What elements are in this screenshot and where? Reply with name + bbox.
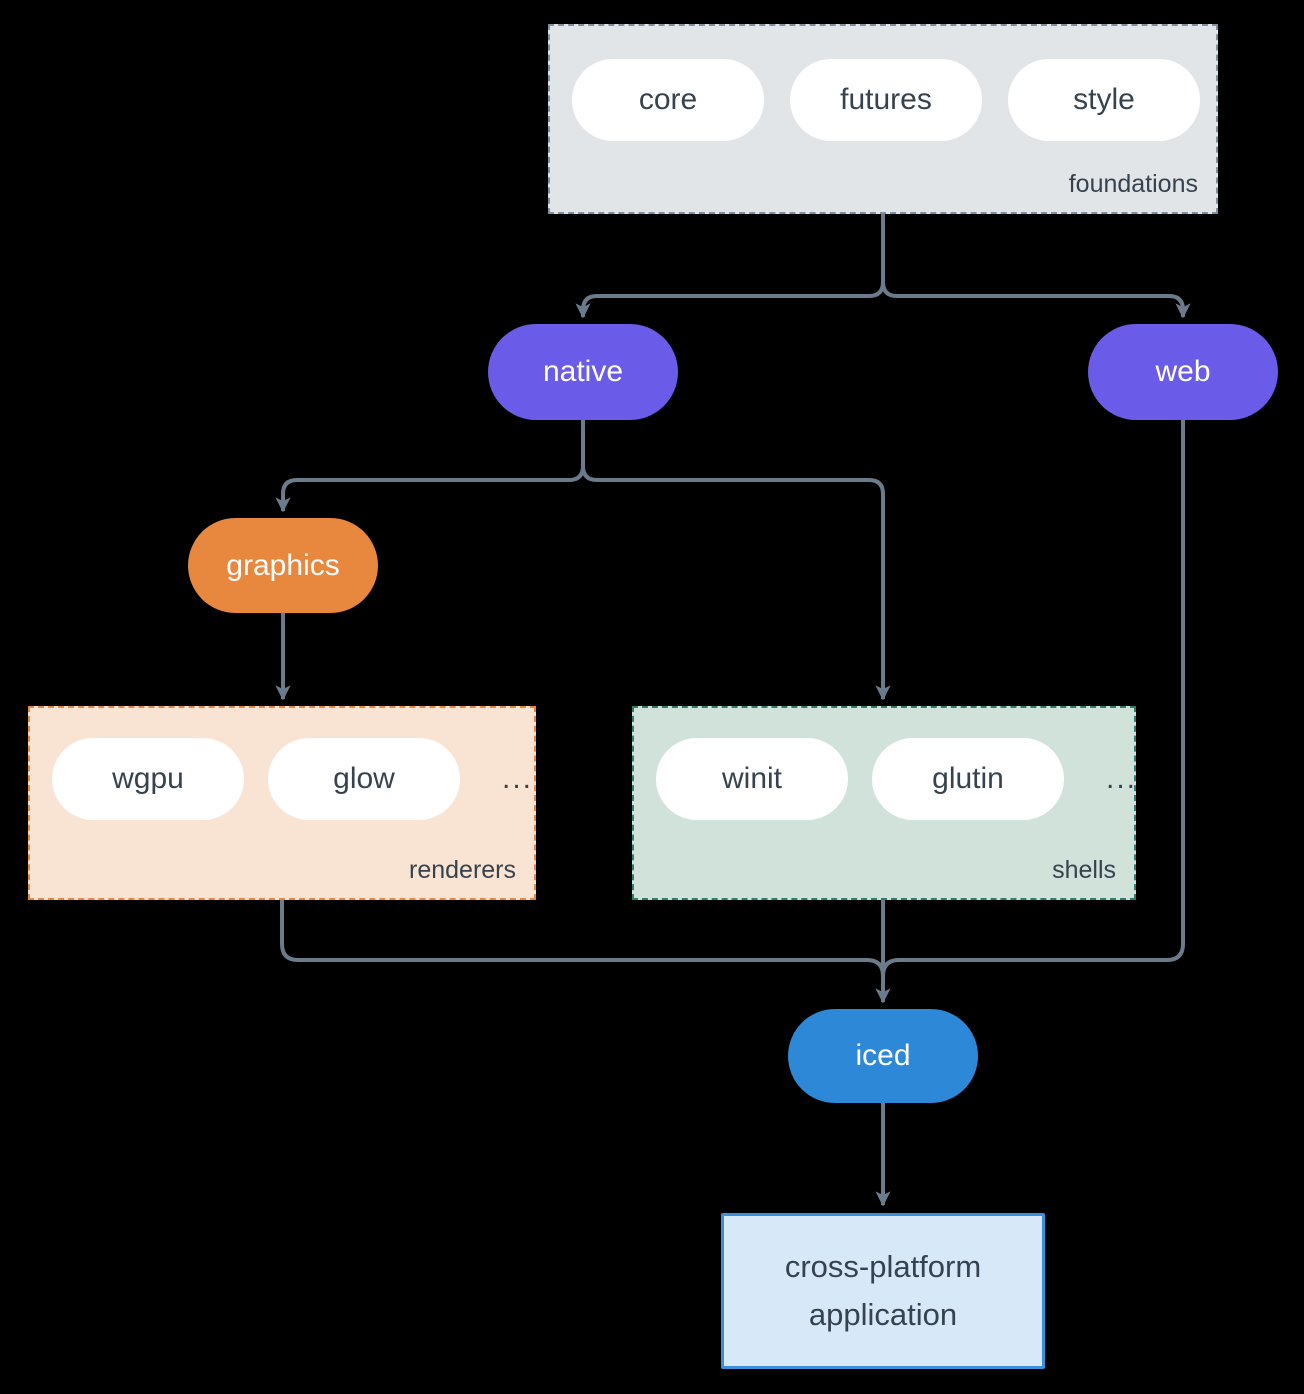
edge-foundations-web (881, 214, 1191, 319)
edge-foundations-native (575, 214, 885, 319)
foundations-group-label: foundations (1068, 170, 1198, 198)
edge-renderers-merge (280, 900, 885, 977)
shells-group-box: winit glutin ... shells (632, 706, 1136, 900)
node-cross-platform-application: cross-platform application (721, 1213, 1045, 1369)
node-core: core (572, 59, 764, 141)
node-native: native (488, 324, 678, 420)
node-iced: iced (788, 1009, 978, 1103)
renderers-group-box: wgpu glow ... renderers (28, 706, 536, 900)
node-glow: glow (268, 738, 460, 820)
foundations-pill-row: core futures style (550, 26, 1216, 141)
application-label-line1: cross-platform (784, 1248, 982, 1284)
renderers-group-label: renderers (409, 856, 516, 884)
node-style: style (1008, 59, 1200, 141)
node-web: web (1088, 324, 1278, 420)
node-wgpu: wgpu (52, 738, 244, 820)
node-winit: winit (656, 738, 848, 820)
shells-group-label: shells (1052, 856, 1116, 884)
application-label-line2: application (808, 1297, 958, 1332)
edge-native-graphics (275, 420, 585, 513)
node-futures: futures (790, 59, 982, 141)
node-glutin: glutin (872, 738, 1064, 820)
foundations-group-box: core futures style foundations (548, 24, 1218, 214)
edge-native-shells (581, 420, 891, 701)
shells-ellipsis: ... (1106, 762, 1138, 795)
renderers-pill-row: wgpu glow ... (30, 708, 534, 820)
renderers-ellipsis: ... (502, 762, 534, 795)
node-graphics: graphics (188, 518, 378, 613)
shells-pill-row: winit glutin ... (634, 708, 1138, 820)
